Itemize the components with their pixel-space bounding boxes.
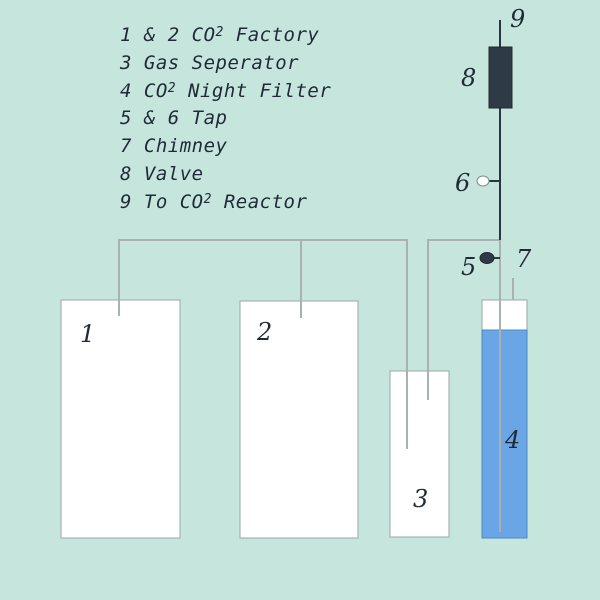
container-3-gas-separator (389, 370, 450, 538)
valve-8 (488, 46, 513, 109)
legend-row: 3 Gas Seperator (120, 50, 331, 78)
legend-row: 9 To CO2 Reactor (120, 189, 331, 217)
legend-superscript: 2 (167, 80, 177, 96)
tube-main (118, 239, 408, 449)
container-2 (239, 300, 359, 539)
legend-text: 7 Chimney (120, 135, 228, 158)
legend-text-suffix: Reactor (211, 190, 308, 213)
legend-text: 1 & 2 CO (120, 24, 216, 46)
container-1 (60, 299, 181, 539)
legend-row: 8 Valve (120, 161, 331, 189)
label-1: 1 (80, 320, 96, 348)
legend-text: 5 & 6 Tap (120, 107, 228, 130)
container-4-filter-top (481, 299, 528, 331)
legend-text: 3 Gas Seperator (120, 51, 300, 74)
tube-separator-out (427, 239, 501, 532)
legend-row: 4 CO2 Night Filter (120, 78, 331, 106)
label-2: 2 (257, 318, 273, 346)
label-6: 6 (455, 169, 471, 197)
label-9: 9 (510, 5, 526, 33)
tap-5 (479, 252, 495, 264)
legend-text-suffix: Factory (223, 24, 320, 46)
label-4: 4 (505, 426, 521, 454)
legend-row: 1 & 2 CO2 Factory (120, 22, 331, 50)
legend-text-suffix: Night Filter (176, 79, 332, 102)
legend-row: 7 Chimney (120, 133, 331, 161)
tap-6 (476, 175, 490, 187)
label-5: 5 (461, 253, 477, 281)
label-7: 7 (516, 245, 532, 273)
label-8: 8 (461, 64, 477, 92)
legend-text: 9 To CO (120, 190, 204, 213)
legend-text: 8 Valve (120, 162, 204, 185)
legend-superscript: 2 (215, 25, 224, 40)
label-3: 3 (413, 485, 429, 513)
legend-row: 5 & 6 Tap (120, 105, 331, 133)
tubing (118, 239, 514, 532)
legend-superscript: 2 (203, 191, 212, 207)
legend-text: 4 CO (120, 79, 168, 102)
container-4-liquid (481, 329, 528, 539)
